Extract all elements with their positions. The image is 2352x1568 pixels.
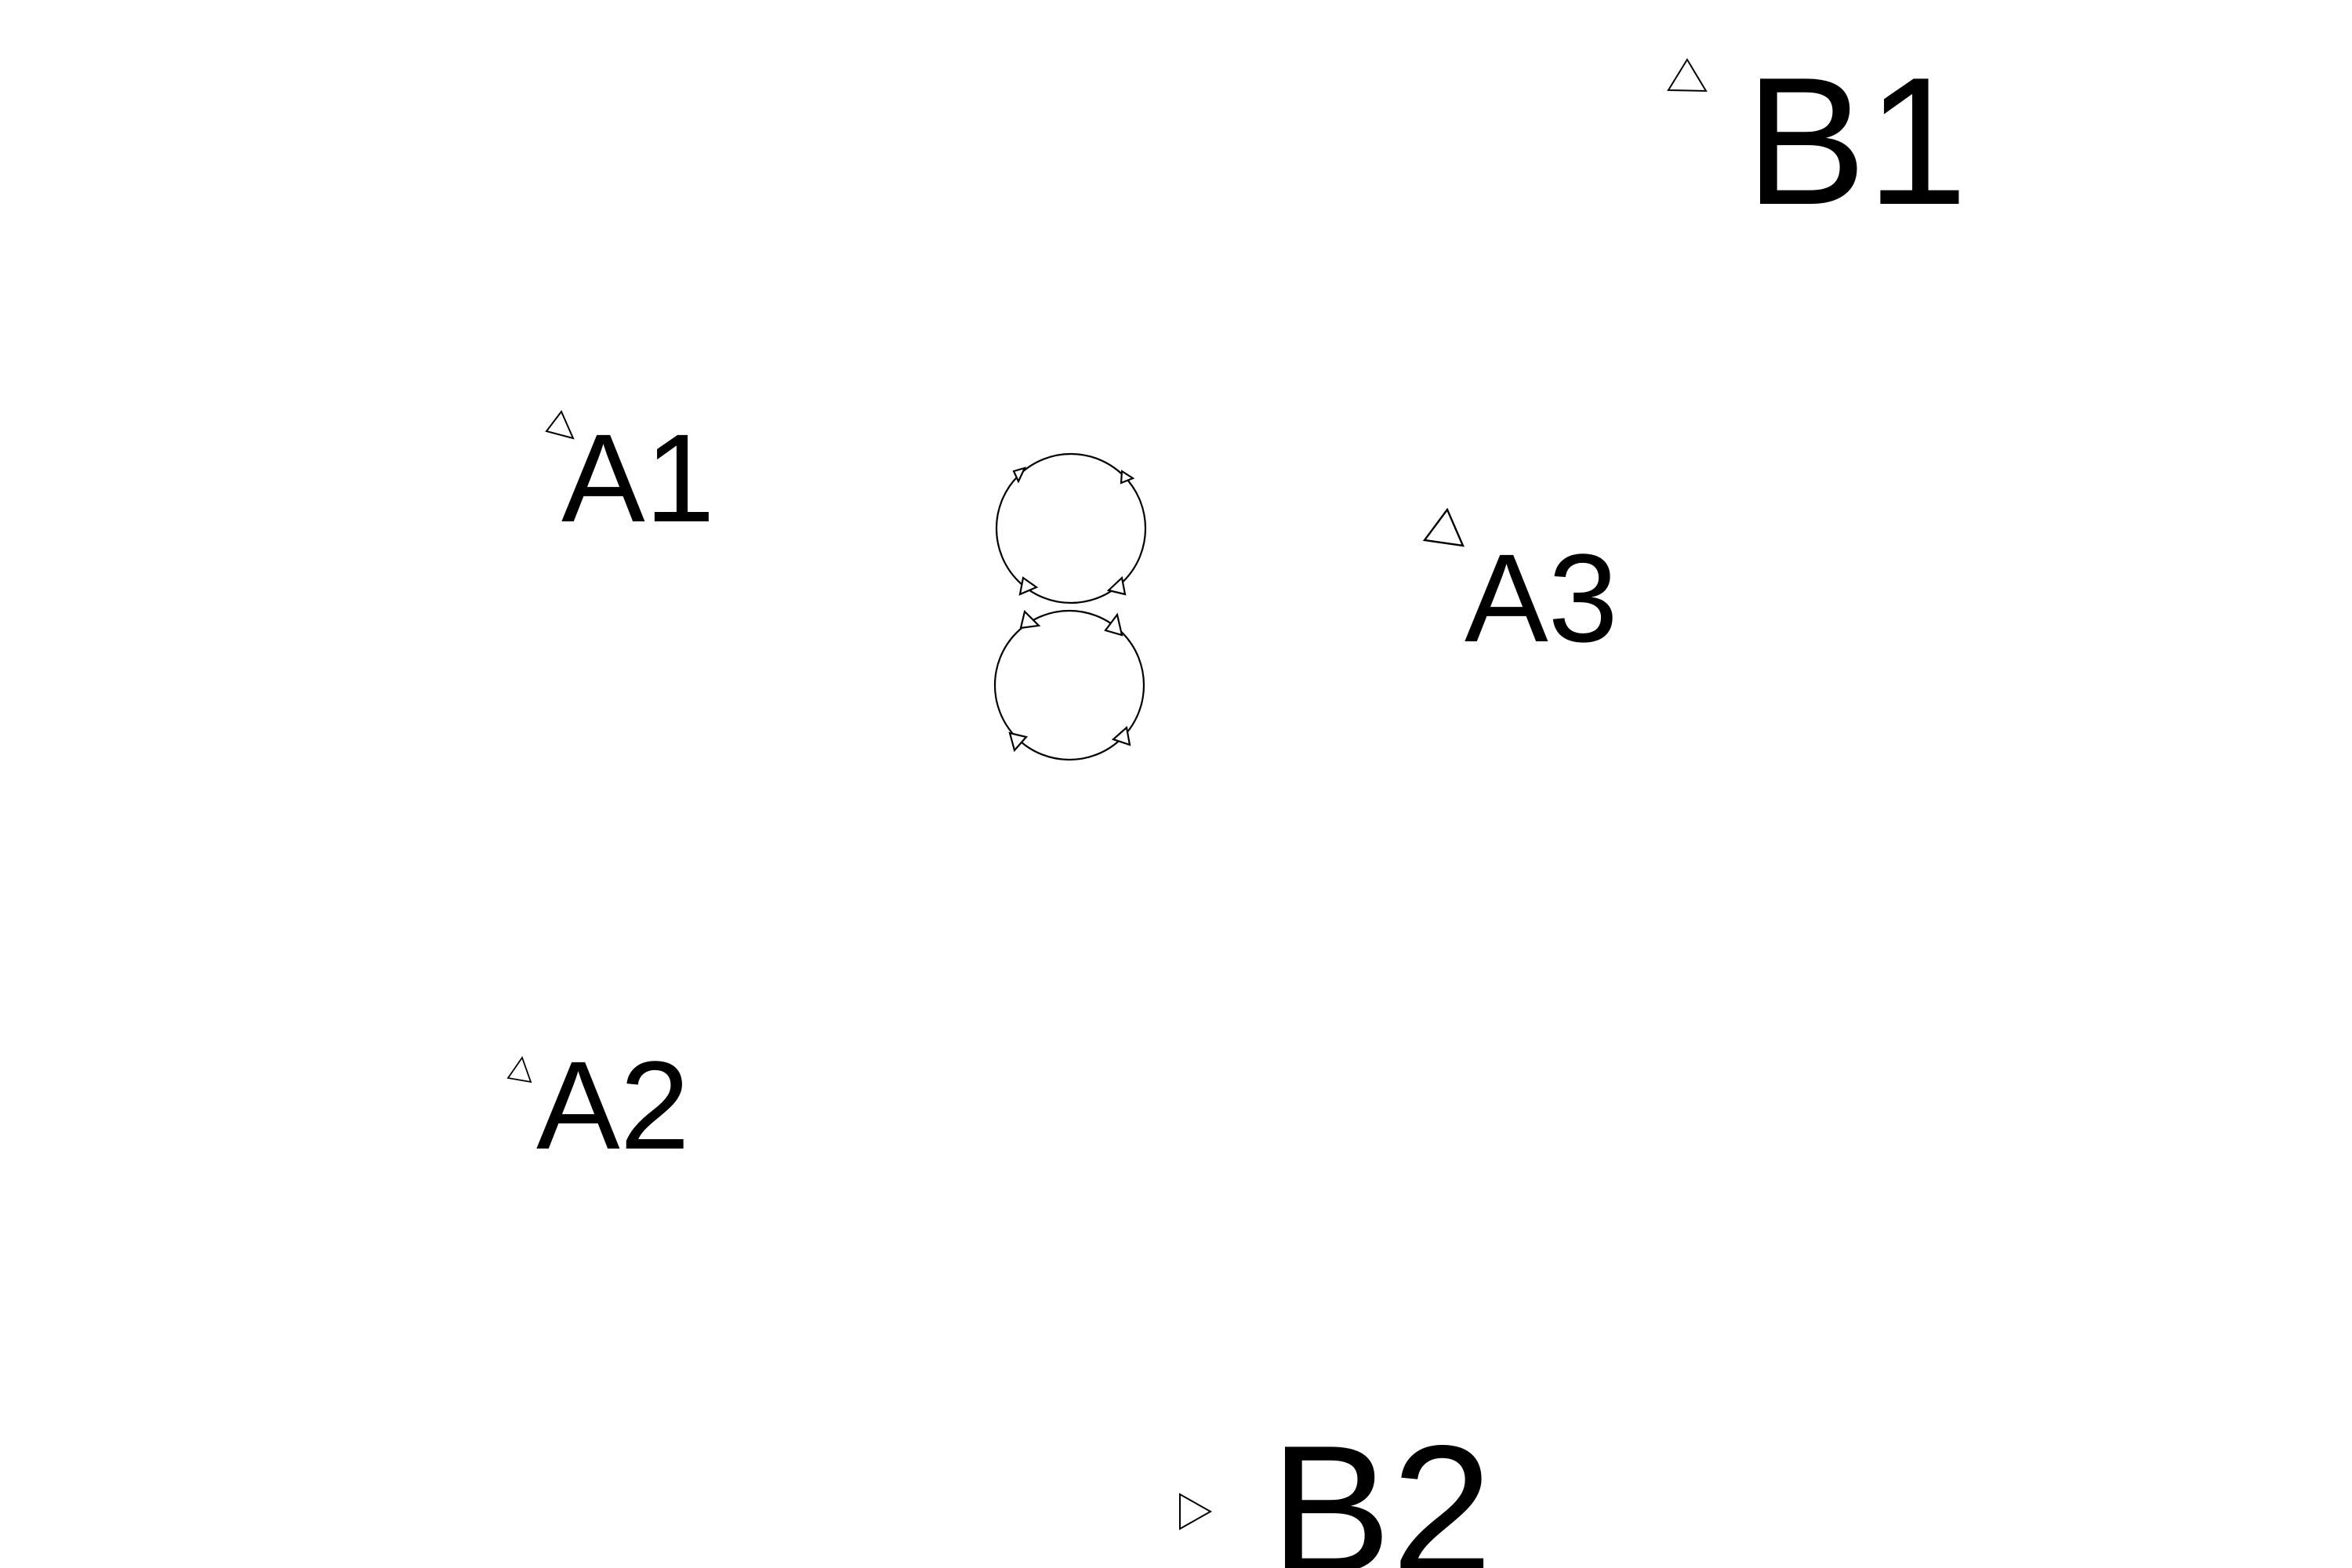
node-a1: A1 — [545, 408, 715, 548]
lower-loop-arrow-icon — [1008, 731, 1029, 753]
node-b1-marker-icon — [1179, 1493, 1213, 1530]
lower-loop-arrow-icon — [1019, 609, 1041, 630]
node-a3: A3 — [1422, 507, 1618, 668]
upper-loop — [995, 452, 1147, 604]
lower-loop-arrow-icon — [1111, 725, 1131, 746]
node-a1-marker-icon — [545, 410, 575, 440]
node-b2: B1 — [1667, 40, 1968, 243]
node-a1-label: A1 — [561, 408, 715, 548]
node-b2-label: B1 — [1745, 40, 1968, 243]
upper-loop-arrow-icon — [1012, 466, 1027, 484]
upper-loop-arrow-icon — [1018, 576, 1039, 596]
upper-loop-arrow-icon — [1106, 575, 1127, 596]
node-b1-label: B2 — [1270, 1408, 1493, 1568]
node-a2: A2 — [506, 1035, 690, 1175]
node-b2-marker-icon — [1667, 58, 1708, 93]
upper-loop-arrow-icon — [1120, 470, 1135, 485]
node-b1: B2 — [1179, 1408, 1493, 1568]
lower-loop — [993, 609, 1145, 761]
upper-loop-circle — [995, 452, 1147, 604]
node-a3-marker-icon — [1422, 507, 1465, 547]
lower-loop-arrow-icon — [1104, 612, 1123, 637]
lower-loop-circle — [993, 609, 1145, 761]
node-a3-label: A3 — [1465, 528, 1618, 668]
node-a2-marker-icon — [506, 1056, 532, 1083]
node-a2-label: A2 — [536, 1035, 690, 1175]
